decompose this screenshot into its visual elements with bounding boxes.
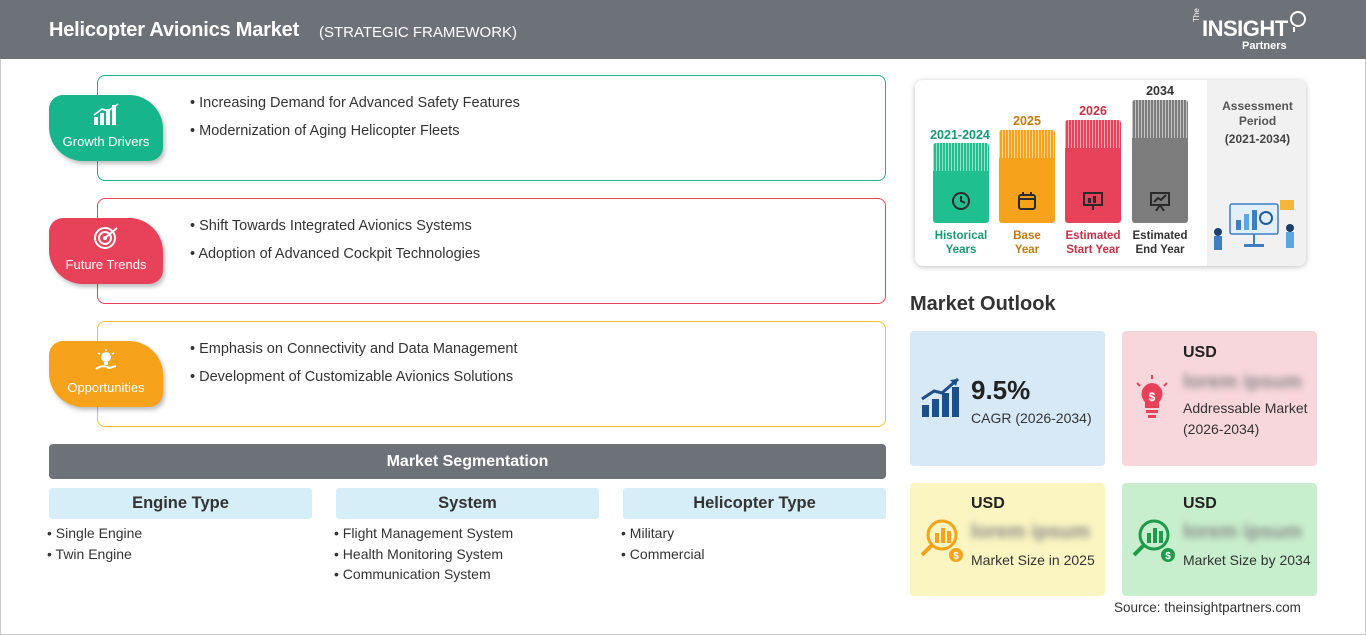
size-2025-label: Market Size in 2025 (971, 552, 1095, 568)
opportunities-tag: Opportunities (49, 341, 163, 407)
segment-heading-helicopter-type: Helicopter Type (623, 488, 886, 519)
size-2034-label: Market Size by 2034 (1183, 552, 1311, 568)
growth-chart-icon (49, 103, 163, 132)
list-item: Shift Towards Integrated Avionics System… (190, 218, 480, 246)
opportunities-box: Emphasis on Connectivity and Data Manage… (97, 321, 886, 427)
assessment-label-base: Base Year (1013, 230, 1041, 256)
addressable-currency: USD (1183, 344, 1217, 361)
assessment-label-end: Estimated End Year (1132, 230, 1188, 256)
future-trends-list: Shift Towards Integrated Avionics System… (190, 218, 480, 274)
market-segmentation-bar: Market Segmentation (49, 444, 886, 479)
opportunities-list: Emphasis on Connectivity and Data Manage… (190, 341, 517, 397)
list-item: Emphasis on Connectivity and Data Manage… (190, 341, 517, 369)
svg-text:$: $ (1165, 551, 1171, 562)
calendar-icon (999, 190, 1055, 217)
growth-drivers-tag: Growth Drivers (49, 95, 163, 161)
size-2025-currency: USD (971, 495, 1005, 512)
insight-partners-logo[interactable]: The INSIGHT Partners (1192, 8, 1312, 54)
size-2034-currency: USD (1183, 495, 1217, 512)
market-size-2034-card: USD lorem ipsum Market Size by 2034 $ (1122, 483, 1317, 596)
growth-chart-icon (920, 377, 962, 424)
list-item: Military (621, 525, 704, 546)
cagr-value: 9.5% (971, 375, 1031, 405)
addressable-market-card: USD lorem ipsum Addressable Market (2026… (1122, 331, 1317, 466)
assessment-bar-base (999, 130, 1055, 223)
list-item: Development of Customizable Avionics Sol… (190, 369, 517, 397)
list-item: Health Monitoring System (334, 546, 513, 567)
assessment-bar-start (1065, 120, 1121, 223)
magnifier-dollar-icon: $ (920, 517, 964, 568)
segment-heading-system: System (336, 488, 599, 519)
assessment-bar-historical (933, 143, 989, 223)
growth-drivers-list: Increasing Demand for Advanced Safety Fe… (190, 95, 520, 151)
assessment-period-title: Assessment Period (1222, 99, 1293, 128)
future-trends-tag: Future Trends (49, 218, 163, 284)
target-icon (49, 226, 163, 255)
assessment-illustration-icon (1208, 198, 1300, 259)
presentation-icon (1132, 190, 1188, 217)
assessment-year-end: 2034 (1146, 84, 1174, 98)
market-outlook-title: Market Outlook (910, 293, 1056, 315)
header-bar: Helicopter Avionics Market (STRATEGIC FR… (0, 0, 1366, 59)
assessment-year-historical: 2021-2024 (930, 128, 990, 142)
assessment-year-base: 2025 (1013, 114, 1041, 128)
assessment-label-historical: Historical Years (934, 230, 988, 256)
lightbulb-hand-icon (49, 349, 163, 378)
list-item: Single Engine (47, 525, 142, 546)
engine-type-list: Single Engine Twin Engine (47, 525, 143, 567)
svg-text:$: $ (953, 551, 959, 562)
page-title: Helicopter Avionics Market (49, 19, 300, 41)
list-item: Flight Management System (334, 525, 513, 546)
list-item: Adoption of Advanced Cockpit Technologie… (190, 246, 480, 274)
future-trends-box: Shift Towards Integrated Avionics System… (97, 198, 886, 304)
assessment-label-start: Estimated Start Year (1065, 230, 1121, 256)
list-item: Commercial (621, 546, 705, 567)
system-list: Flight Management System Health Monitori… (334, 525, 513, 587)
size-2025-value: lorem ipsum (971, 521, 1090, 543)
list-item: Modernization of Aging Helicopter Fleets (190, 123, 520, 151)
helicopter-type-list: Military Commercial (621, 525, 705, 567)
source-link[interactable]: Source: theinsightpartners.com (1114, 600, 1301, 615)
list-item: Communication System (334, 566, 513, 587)
cagr-label: CAGR (2026-2034) (971, 410, 1092, 426)
assessment-year-start: 2026 (1079, 104, 1107, 118)
page-subtitle: (STRATEGIC FRAMEWORK) (319, 24, 518, 41)
growth-drivers-box: Increasing Demand for Advanced Safety Fe… (97, 75, 886, 181)
segment-heading-engine-type: Engine Type (49, 488, 312, 519)
cagr-card: 9.5% CAGR (2026-2034) (910, 331, 1105, 466)
market-size-2025-card: USD lorem ipsum Market Size in 2025 $ (910, 483, 1105, 596)
size-2034-value: lorem ipsum (1183, 521, 1302, 543)
list-item: Twin Engine (47, 546, 142, 567)
addressable-value: lorem ipsum (1183, 371, 1302, 393)
list-item: Increasing Demand for Advanced Safety Fe… (190, 95, 520, 123)
logo-lightbulb-icon (1290, 11, 1306, 32)
magnifier-chart-icon: $ (1132, 517, 1176, 568)
assessment-period-range: (2021-2034) (1224, 132, 1291, 146)
assessment-bar-end (1132, 100, 1188, 223)
addressable-label: Addressable Market (2026-2034) (1183, 400, 1308, 437)
svg-text:$: $ (1149, 390, 1156, 404)
chart-board-icon (1065, 190, 1121, 217)
history-icon (933, 190, 989, 217)
lightbulb-dollar-icon: $ (1132, 375, 1172, 426)
